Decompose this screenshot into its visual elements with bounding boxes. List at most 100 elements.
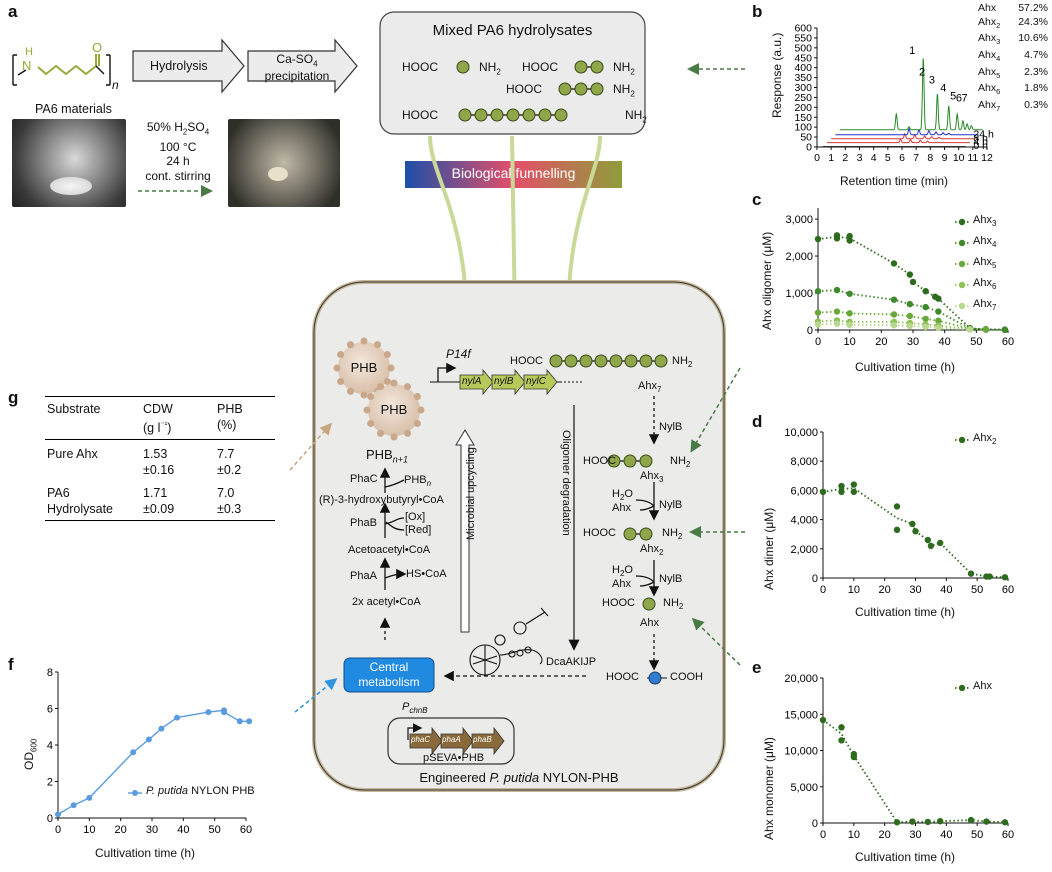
hooc-label: HOOC [522, 60, 558, 74]
chart-d-point [924, 536, 932, 544]
precipitation-arrow [247, 38, 358, 94]
gene-phac: phaC [411, 735, 431, 744]
central-metabolism-box [343, 657, 435, 693]
chart-c-point [966, 326, 974, 333]
legend-label: Ahx6 [973, 277, 997, 292]
chart-f-point [174, 714, 181, 721]
dashed-arrow-g [289, 422, 332, 471]
panel-label-c: c [752, 190, 762, 209]
b-ytick: 200 [794, 102, 812, 114]
chart-c-point [833, 320, 841, 327]
gene-nyla: nylA [462, 376, 482, 387]
chart-f-point [70, 802, 77, 809]
table-row: Pure Ahx 1.53±0.16 7.7±0.2 [45, 440, 275, 480]
chart-b-xlabel: Retention time (min) [840, 174, 949, 188]
photo-pa6-after [228, 119, 340, 207]
chart-e-point [983, 818, 990, 825]
b-ytick: 550 [794, 32, 812, 44]
chart-c-point [846, 310, 853, 317]
chart-d-point [819, 488, 827, 496]
ox-label: [Ox] [405, 511, 426, 523]
chart-c-point [814, 321, 822, 328]
oligomer-bead [609, 354, 623, 368]
chart-c-ytick: 3,000 [785, 214, 813, 226]
dca-label: DcaAKIJP [546, 656, 597, 668]
nh2-label: NH2 [672, 355, 693, 370]
chart-e-point [819, 716, 827, 724]
b-xtick: 8 [927, 152, 933, 164]
chart-e-point [838, 737, 845, 744]
chart-d-xtick: 20 [879, 584, 891, 596]
chart-c-point [846, 290, 853, 297]
b-peak-label: 3 [929, 75, 935, 87]
chart-f-point [86, 794, 93, 801]
chart-e-point [850, 753, 858, 761]
b-ytick: 50 [800, 132, 812, 144]
panel-label-b: b [752, 2, 763, 21]
chart-d-xtick: 0 [820, 584, 826, 596]
chart-f-xtick: 0 [55, 824, 61, 836]
chart-f-xlabel: Cultivation time (h) [95, 846, 196, 860]
chart-c-point [909, 278, 917, 286]
chart-d-ytick: 8,000 [790, 456, 818, 468]
cell-oligomer-chain [549, 354, 668, 611]
chart-f-ytick: 6 [47, 704, 53, 716]
b-xtick: 0 [814, 152, 820, 164]
panel-label-f: f [8, 655, 14, 674]
b-peak-label: 1 [909, 45, 915, 57]
chart-f-xtick: 50 [209, 824, 221, 836]
chart-f-xtick: 60 [240, 824, 252, 836]
chart-f-point [221, 709, 228, 716]
header-substrate: Substrate [45, 395, 141, 441]
oligomer-bead [506, 108, 520, 122]
oligomer-bead [639, 527, 653, 541]
b-trace-label: 8 h [973, 132, 988, 144]
monomer-n-label: n [112, 78, 119, 92]
hooc-label: HOOC [506, 82, 542, 96]
nylb-label-1: NylB [659, 421, 683, 433]
dashed-arrow-e [691, 617, 741, 666]
phaa-label: PhaA [350, 570, 377, 582]
chart-c-point [922, 303, 929, 311]
chart-d-point [1001, 574, 1009, 581]
nh2-label: NH2 [662, 527, 683, 542]
chart-c-point [922, 315, 929, 323]
b-xtick: 2 [842, 152, 848, 164]
oligomer-bead [623, 454, 637, 468]
legend-marker [958, 684, 966, 692]
oligomer-bead [574, 82, 588, 96]
phb-label-1: PHB [350, 360, 378, 375]
upcycling-arrow [455, 429, 475, 633]
chart-c-point [814, 309, 822, 316]
chart-c-point [935, 317, 942, 324]
phb-pathway [379, 467, 407, 640]
chart-d-point [850, 481, 858, 488]
gene-nylc: nylC [526, 376, 547, 387]
b-trace-label: 24 h [973, 128, 994, 140]
phb-label-2: PHB [380, 402, 408, 417]
chart-c-point [846, 237, 853, 244]
oligomer-bead [607, 454, 621, 468]
panel-label-g: g [8, 388, 19, 407]
engineered-strain-label: Engineered P. putida NYLON-PHB [419, 770, 619, 785]
chart-f-point [55, 811, 61, 818]
hooc-label: HOOC [583, 455, 616, 467]
chart-f-ytick: 0 [47, 813, 53, 825]
chart-c-point [906, 271, 914, 278]
gene-phab: phaB [473, 735, 492, 744]
chart-c-point [846, 321, 853, 329]
chart-c-point [833, 308, 841, 315]
chart-e-trend [822, 719, 1005, 824]
oligomer-bead [590, 60, 604, 74]
chart-c-point [1001, 326, 1009, 334]
chart-f-point [158, 725, 165, 732]
monomer-o-label: O [92, 40, 103, 55]
legend-marker [958, 436, 966, 444]
pchnb-label: PchnB [402, 701, 428, 716]
hooc-label: HOOC [602, 597, 635, 609]
